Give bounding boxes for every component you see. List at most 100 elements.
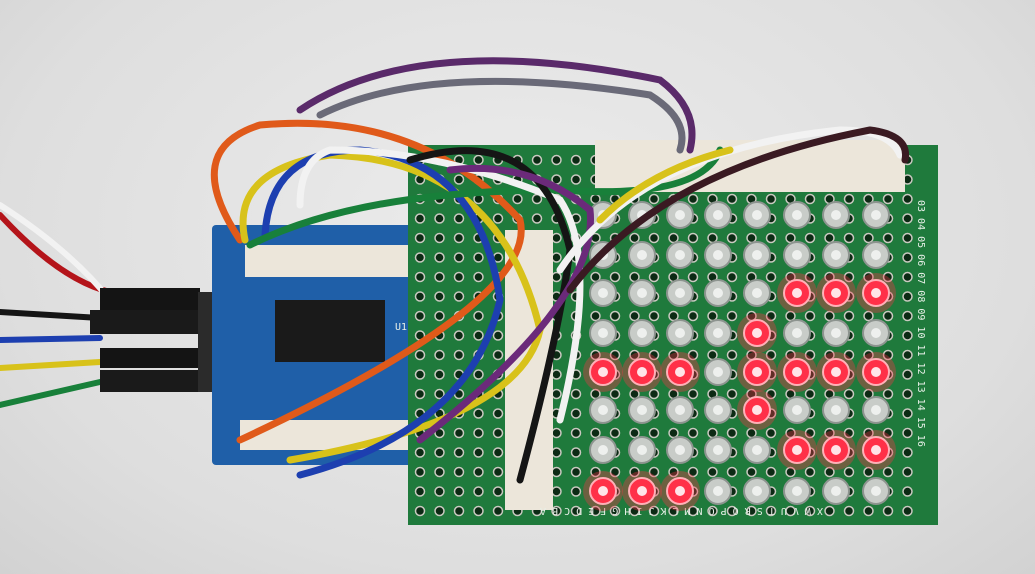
perfboard-hole [434,291,445,302]
perfboard-hole [570,174,582,185]
led-highlight [792,367,802,377]
perfboard-hole [765,427,777,439]
perfboard-hole [726,232,738,244]
perfboard-hole [434,369,445,380]
perfboard-hole [765,193,777,205]
perfboard-hole [687,193,699,205]
perfboard-hole [882,232,894,244]
perfboard-hole [590,466,601,478]
perfboard-hole [902,427,913,439]
led-highlight [675,405,685,415]
perfboard-hole [551,505,562,517]
perfboard-hole [453,427,465,439]
perfboard-hole [473,310,484,322]
led-highlight [637,486,647,496]
perfboard-hole [453,447,465,458]
perfboard-hole [863,427,874,439]
led-highlight [637,405,647,415]
perfboard-hole [434,232,445,244]
perfboard-hole [434,213,445,224]
perfboard-hole [882,505,894,517]
perfboard-hole [843,505,855,517]
led-highlight [713,405,723,415]
perfboard-hole [570,427,582,439]
perfboard-hole [434,310,445,322]
perfboard-hole [843,310,855,322]
led-highlight [713,210,723,220]
led-highlight [792,405,802,415]
led-highlight [713,445,723,455]
perfboard-hole [687,388,699,400]
perfboard-hole [843,193,855,205]
perfboard-hole [863,505,874,517]
led-highlight [598,367,608,377]
perfboard-hole [551,427,562,439]
perfboard-hole [629,310,640,322]
perfboard-hole [648,349,660,361]
perfboard-hole [824,427,835,439]
perfboard-hole [551,466,562,478]
led-highlight [871,328,881,338]
perfboard-hole [804,232,816,244]
perfboard-hole [863,349,874,361]
perfboard-hole [668,232,679,244]
side-numbers: 03 04 05 06 07 08 09 10 11 12 13 14 15 1… [915,200,926,447]
perfboard-hole [629,427,640,439]
perfboard-hole [726,193,738,205]
perfboard-hole [473,505,484,517]
perfboard-hole [531,193,543,205]
perfboard-hole [765,349,777,361]
led-highlight [752,486,762,496]
lead-wires [0,202,113,408]
led-highlight [871,405,881,415]
perfboard-hole [687,310,699,322]
perfboard-hole [668,427,679,439]
perfboard-hole [882,349,894,361]
perfboard-hole [804,505,816,517]
perfboard-hole [824,349,835,361]
perfboard-hole [414,310,426,322]
perfboard-hole [434,447,445,458]
perfboard-hole [902,252,913,263]
perfboard-hole [902,466,913,478]
perfboard-hole [843,271,855,283]
perfboard-hole [434,271,445,283]
perfboard-hole [453,271,465,283]
perfboard-hole [687,466,699,478]
led-highlight [831,210,841,220]
led-highlight [871,210,881,220]
perfboard-hole [804,466,816,478]
perfboard-hole [648,388,660,400]
perfboard-hole [882,271,894,283]
perfboard-hole [473,427,484,439]
led-highlight [675,486,685,496]
perfboard-hole [551,369,562,380]
perfboard-hole [629,349,640,361]
perfboard-hole [629,232,640,244]
perfboard-hole [668,466,679,478]
perfboard-hole [414,271,426,283]
perfboard-hole [570,154,582,166]
perfboard-hole [492,330,504,341]
perfboard-hole [882,388,894,400]
led-highlight [871,445,881,455]
perfboard-hole [453,505,465,517]
perfboard-hole [453,174,465,185]
perfboard-hole [570,388,582,400]
led-highlight [831,486,841,496]
perfboard-hole [414,252,426,263]
perfboard-hole [804,349,816,361]
perfboard-hole [492,447,504,458]
led-highlight [871,486,881,496]
perfboard-hole [492,213,504,224]
perfboard-hole [551,447,562,458]
perfboard-hole [570,505,582,517]
led-highlight [713,288,723,298]
perfboard-hole [902,349,913,361]
perfboard-hole [804,271,816,283]
perfboard-hole [453,213,465,224]
perfboard-hole [843,349,855,361]
perfboard-hole [746,505,757,517]
perfboard-hole [902,232,913,244]
perfboard-hole [609,310,621,322]
